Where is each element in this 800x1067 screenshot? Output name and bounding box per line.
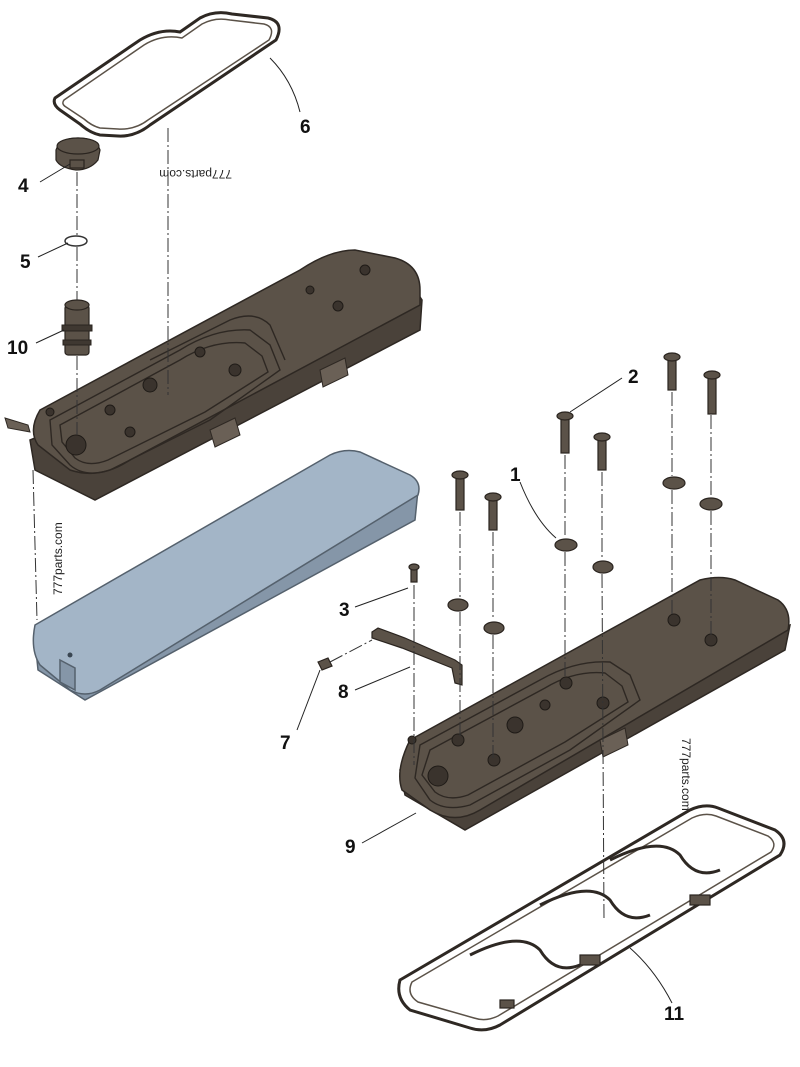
part-7-clip xyxy=(317,657,333,671)
callout-3: 3 xyxy=(339,600,350,621)
callout-labels: 6 4 5 10 2 1 3 8 7 9 11 xyxy=(7,117,685,1025)
watermarks: 777parts.com 777parts.com 777parts.com xyxy=(51,167,693,811)
part-5-o-ring xyxy=(64,235,88,247)
part-6-cover-gasket xyxy=(52,11,281,138)
bolt-e xyxy=(451,470,469,511)
part-4-oil-filler-cap xyxy=(55,137,101,171)
callout-11: 11 xyxy=(664,1004,685,1025)
callout-6: 6 xyxy=(300,117,311,138)
leader-lines xyxy=(35,57,673,1004)
watermark-right: 777parts.com xyxy=(679,738,693,811)
bolt-f xyxy=(484,492,502,531)
callout-1: 1 xyxy=(510,465,521,486)
callout-10: 10 xyxy=(7,338,28,359)
watermark-top: 777parts.com xyxy=(159,167,232,181)
callout-8: 8 xyxy=(338,682,349,703)
callout-9: 9 xyxy=(345,837,356,858)
upper-valve-cover xyxy=(4,249,423,501)
callout-7: 7 xyxy=(280,733,291,754)
bolt-d xyxy=(593,432,611,471)
callout-2: 2 xyxy=(628,367,639,388)
part-10-filler-neck xyxy=(61,299,93,356)
assembly-axis-lines xyxy=(32,128,712,921)
part-9-valve-cover xyxy=(399,576,791,831)
part-2-bolts xyxy=(408,352,721,583)
bolt-c xyxy=(703,370,721,415)
oil-baffle-plate xyxy=(32,449,420,701)
callout-4: 4 xyxy=(18,176,29,197)
part-11-gasket-carrier xyxy=(397,804,786,1032)
watermark-left: 777parts.com xyxy=(51,522,65,595)
bolt-a xyxy=(556,411,574,454)
bolt-b xyxy=(663,352,681,391)
bolt-g-small xyxy=(408,563,420,583)
part-1-grommets xyxy=(447,476,723,635)
part-8-bracket xyxy=(371,627,463,686)
callout-5: 5 xyxy=(20,252,31,273)
